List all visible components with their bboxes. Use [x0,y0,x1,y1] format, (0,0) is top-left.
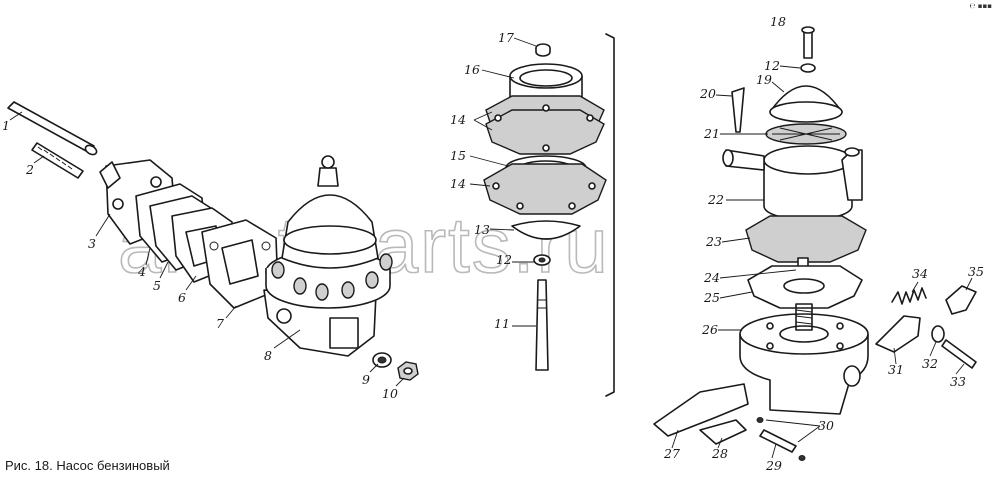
callout-label: 23 [705,234,722,249]
leader-lines [9,37,973,459]
part-diaphragm-lower [483,163,607,215]
callout-label: 14 [450,112,466,127]
part-washer-arm [931,325,945,343]
figure-caption: Рис. 18. Насос бензиновый [5,458,170,473]
callout-label: 34 [912,266,928,281]
part-filter-mesh [765,123,847,145]
callout-label: 30 [818,418,834,433]
part-cup [511,220,581,240]
callout-label: 35 [968,264,984,279]
part-diaphragm-right [745,215,867,263]
part-stud [31,142,84,179]
callout-label: 25 [703,290,720,305]
callout-label: 7 [216,316,224,331]
callout-label: 31 [888,362,904,377]
part-nut [397,361,419,381]
callout-label: 12 [764,58,780,73]
part-clip [699,419,747,445]
callout-label: 4 [137,264,146,279]
callout-label: 33 [950,374,966,389]
part-pushrod [535,279,549,371]
part-lower-body [739,303,869,415]
callout-label: 13 [474,222,490,237]
part-assembled-pump [263,155,393,357]
callout-label: 8 [264,348,272,363]
part-screw-right [731,87,745,133]
callout-label: 6 [178,290,186,305]
part-washer [372,352,392,368]
part-small-rod [759,429,797,453]
callout-label: 15 [450,148,466,163]
part-spring [891,287,927,305]
callout-label: 10 [382,386,398,401]
part-pump-housing [722,145,863,221]
part-axle [941,339,977,369]
part-washer-right [800,63,816,73]
callout-label: 14 [450,176,466,191]
part-lever [653,383,749,437]
part-rocker-arm [875,315,921,353]
callout-label: 18 [770,14,786,29]
callout-label: 5 [153,278,161,293]
separator-bracket [605,33,615,397]
corner-mark: ℮ ▪▪▪ [969,2,992,10]
part-pin [798,455,806,461]
callout-label: 28 [711,446,728,461]
callout-label: 27 [663,446,680,461]
callout-label: 12 [496,252,512,267]
callout-label: 24 [703,270,720,285]
callout-label: 29 [765,458,782,473]
part-pin [756,417,764,423]
part-small-washer [533,254,551,266]
callout-label: 19 [756,72,772,87]
callout-label: 21 [703,126,720,141]
callout-label: 22 [707,192,724,207]
part-screw [535,43,551,57]
callout-label: 17 [498,30,514,45]
part-rod [7,101,98,156]
callout-label: 11 [494,316,510,331]
callout-label: 3 [88,236,96,251]
callout-labels: 1 2 3 4 5 6 7 8 9 10 11 12 13 14 14 15 1… [2,14,984,473]
callout-label: 1 [2,118,10,133]
part-gasket-right [747,265,863,309]
callout-label: 2 [25,162,34,177]
callout-label: 32 [922,356,938,371]
callout-label: 9 [362,372,370,387]
part-diaphragm-upper [485,95,605,155]
part-bracket [945,285,977,315]
callout-label: 16 [464,62,480,77]
part-bolt [801,26,815,59]
callout-label: 26 [701,322,718,337]
callout-label: 20 [699,86,716,101]
part-dome [769,85,843,123]
